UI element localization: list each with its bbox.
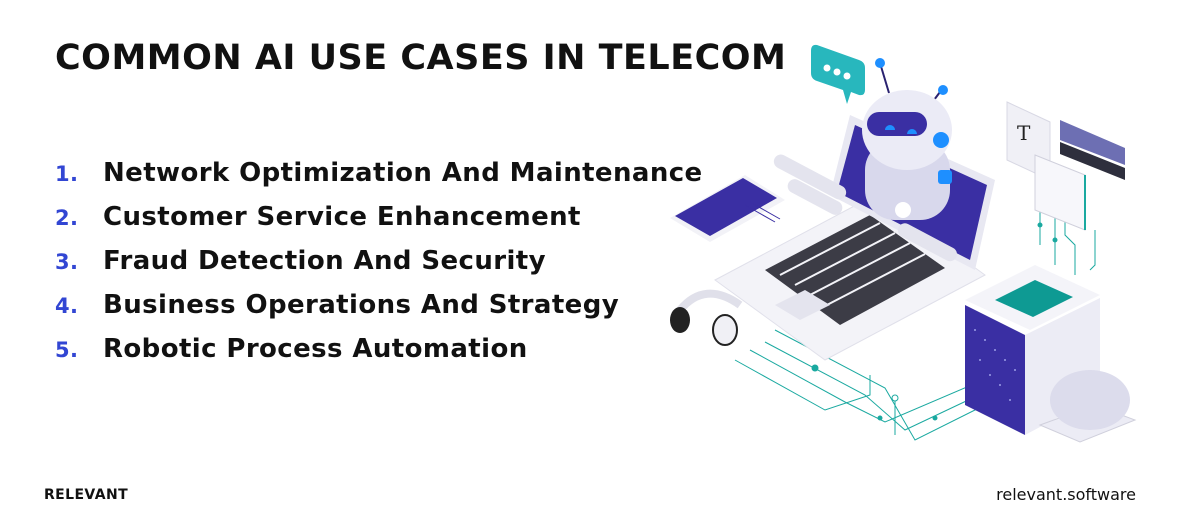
brand-logo: RELEVANT (44, 487, 129, 503)
list-item: 2. Customer Service Enhancement (55, 202, 703, 246)
list-label: Network Optimization And Maintenance (103, 158, 703, 188)
list-number: 5. (55, 338, 79, 362)
list-item: 3. Fraud Detection And Security (55, 246, 703, 290)
laptop-icon (714, 115, 995, 361)
list-number: 1. (55, 162, 79, 186)
headphones-icon (670, 289, 743, 346)
brain-icon (1038, 370, 1137, 443)
list-item: 5. Robotic Process Automation (55, 334, 703, 378)
website-link[interactable]: relevant.software (996, 485, 1136, 504)
list-label: Customer Service Enhancement (103, 202, 581, 232)
list-number: 2. (55, 206, 79, 230)
robot-icon (862, 58, 952, 220)
list-item: 1. Network Optimization And Maintenance (55, 158, 703, 202)
list-number: 3. (55, 250, 79, 274)
chat-bubble-icon (811, 44, 865, 104)
list-item: 4. Business Operations And Strategy (55, 290, 703, 334)
use-case-list: 1. Network Optimization And Maintenance 2… (55, 158, 703, 378)
list-label: Business Operations And Strategy (103, 290, 620, 320)
ai-telecom-illustration: T (670, 44, 1137, 443)
list-label: Fraud Detection And Security (103, 246, 546, 276)
documents-books-icon: T (1006, 101, 1125, 231)
page-title: COMMON AI USE CASES IN TELECOM (55, 38, 787, 78)
list-number: 4. (55, 294, 79, 318)
document-letter: T (1017, 121, 1031, 145)
tablet-icon (670, 175, 785, 242)
list-label: Robotic Process Automation (103, 334, 528, 364)
